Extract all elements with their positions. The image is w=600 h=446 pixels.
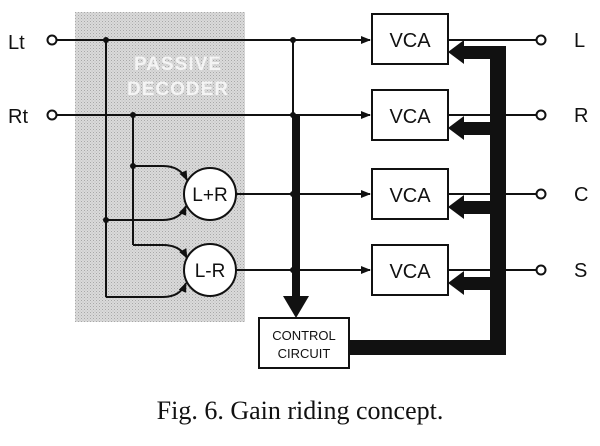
control-circuit-line2: CIRCUIT — [278, 346, 331, 361]
control-bus — [349, 40, 506, 355]
output-label-s: S — [574, 260, 587, 282]
vca-right-label: VCA — [389, 106, 431, 128]
decoder-label-line2: DECODER — [127, 79, 229, 100]
output-terminal-l — [535, 34, 547, 46]
vca-left: VCA — [371, 13, 449, 65]
output-terminal-c — [535, 188, 547, 200]
figure-caption: Fig. 6. Gain riding concept. — [156, 396, 444, 425]
vca-surround-label: VCA — [389, 261, 431, 283]
input-terminal-lt — [46, 34, 58, 46]
vca-center: VCA — [371, 168, 449, 220]
rt-signal-path — [57, 111, 371, 259]
output-lines — [448, 39, 536, 271]
vca-center-label: VCA — [389, 185, 431, 207]
input-terminal-rt — [46, 109, 58, 121]
lt-signal-path — [57, 36, 371, 298]
decoder-label-line1: PASSIVE — [134, 54, 222, 75]
output-terminal-s — [535, 264, 547, 276]
output-label-c: C — [574, 184, 588, 206]
vca-surround: VCA — [371, 244, 449, 296]
control-circuit-line1: CONTROL — [272, 328, 336, 343]
sense-lines — [283, 40, 309, 318]
sum-matrix-label: L+R — [192, 185, 227, 206]
output-label-r: R — [574, 105, 588, 127]
input-label-lt: Lt — [8, 32, 25, 54]
vca-left-label: VCA — [389, 30, 431, 52]
input-label-rt: Rt — [8, 106, 28, 128]
output-label-l: L — [574, 30, 585, 52]
vca-right: VCA — [371, 89, 449, 141]
matrix-output-paths — [236, 190, 371, 274]
output-terminal-r — [535, 109, 547, 121]
difference-matrix-label: L-R — [195, 261, 226, 282]
control-circuit-box — [258, 317, 350, 369]
